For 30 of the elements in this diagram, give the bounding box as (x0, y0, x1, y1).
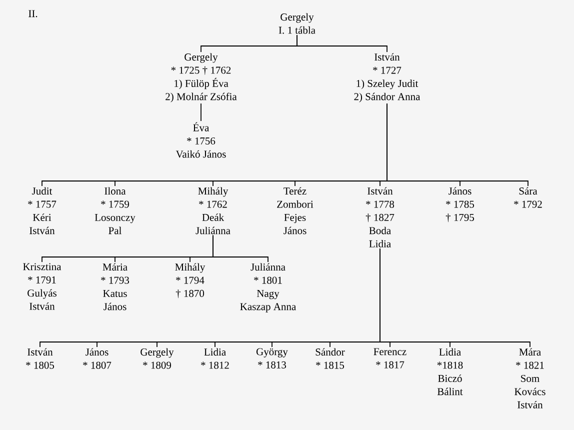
table-number: II. (28, 10, 38, 18)
person-entry: Krisztina * 1791 Gulyás István (23, 263, 62, 310)
family-line (386, 103, 528, 186)
person-entry: István * 1727 1) Szeley Judit 2) Sándor Anna (354, 53, 420, 102)
person-entry: Mihály * 1794 † 1870 (175, 263, 206, 298)
family-line (380, 248, 530, 348)
person-entry: Ilona * 1759 Losonczy Pal (94, 187, 136, 234)
person-entry: Mária * 1793 Katus János (101, 263, 130, 310)
family-line (200, 103, 202, 122)
person-entry: Éva * 1756 Vaikó János (176, 122, 226, 158)
person-entry: Judit * 1757 Kéri István (28, 187, 56, 234)
person-entry: Mihály * 1762 Deák Juliánna (196, 187, 230, 234)
person-entry: Gergely * 1725 † 1762 1) Fülöp Éva 2) Molnár Zsófia (166, 53, 237, 102)
person-entry: István * 1805 (26, 348, 54, 369)
person-entry: Lidia * 1812 (201, 348, 229, 369)
person-entry: Sára * 1792 (514, 187, 542, 208)
person-entry: Ferencz * 1817 (374, 348, 406, 368)
person-entry: Gergely * 1809 (140, 348, 174, 369)
person-entry: Mára * 1821 Som Kovács István (514, 348, 546, 408)
person-entry: Lidia *1818 Biczó Bálint (437, 348, 463, 396)
person-entry: Sándor * 1815 (316, 348, 345, 369)
person-entry: Juliánna * 1801 Nagy Kaszap Anna (240, 263, 296, 312)
family-line (212, 234, 268, 262)
person-entry: Gergely I. 1 tábla (278, 13, 316, 34)
person-entry: János * 1807 (83, 348, 112, 369)
person-entry: György * 1813 (256, 348, 288, 368)
family-line (296, 34, 388, 52)
person-entry: Teréz Zombori Fejes János (277, 187, 314, 234)
person-entry: János * 1785 † 1795 (446, 187, 474, 222)
person-entry: István * 1778 † 1827 Boda Lidia (366, 187, 394, 248)
